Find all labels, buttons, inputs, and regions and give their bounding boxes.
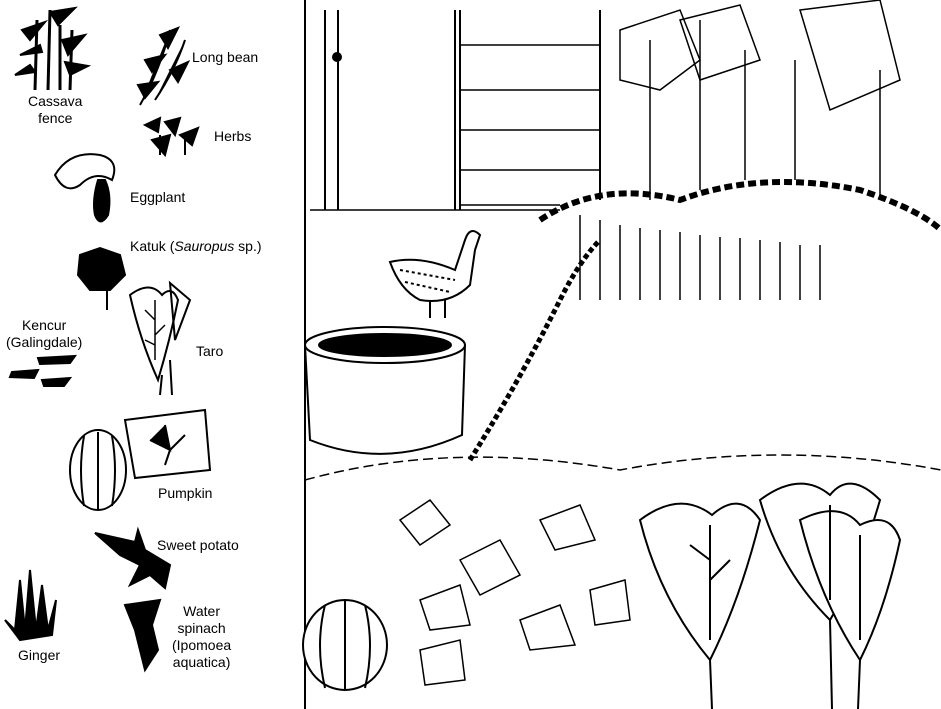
herbs-icon	[142, 116, 200, 158]
label-cassava-fence: Cassava fence	[28, 93, 82, 127]
ground-cover-leaves	[304, 454, 941, 686]
label-kencur: Kencur (Galingdale)	[6, 317, 82, 351]
garden-scene	[302, 0, 941, 709]
fence-and-crops	[467, 0, 941, 462]
label-part: sp.)	[234, 238, 262, 254]
label-sweet-potato: Sweet potato	[157, 537, 239, 553]
label-line: aquatica)	[172, 654, 231, 670]
label-pumpkin: Pumpkin	[158, 485, 213, 501]
label-ginger: Ginger	[18, 647, 61, 663]
kencur-icon	[8, 354, 78, 387]
door-handle-icon	[332, 52, 342, 62]
label-part-italic: Sauropus	[174, 238, 235, 254]
scene-pumpkin	[302, 599, 388, 691]
label-long-bean: Long bean	[192, 49, 259, 65]
label-part: Katuk (	[130, 238, 175, 254]
label-line: Kencur	[21, 317, 67, 333]
label-line: (Galingdale)	[6, 334, 83, 350]
eggplant-icon	[53, 153, 116, 223]
katuk-icon	[76, 246, 127, 310]
label-taro: Taro	[196, 343, 224, 359]
taro-icon	[128, 280, 192, 396]
label-line: (Ipomoea	[172, 637, 232, 653]
cassava-icon	[14, 6, 92, 91]
label-water-spinach: Water spinach (Ipomoea aquatica)	[172, 603, 231, 671]
label-line: Water	[183, 603, 220, 619]
long-bean-icon	[136, 26, 191, 106]
sweet-potato-icon	[94, 526, 172, 590]
ginger-icon	[4, 569, 57, 642]
water-spinach-icon	[123, 598, 162, 673]
label-herbs: Herbs	[214, 128, 252, 144]
label-line: Cassava	[28, 93, 83, 109]
label-eggplant: Eggplant	[130, 189, 186, 205]
well	[304, 326, 466, 455]
label-line: spinach	[177, 620, 226, 636]
label-katuk: Katuk (Sauropus sp.)	[130, 238, 262, 255]
label-line: fence	[38, 110, 73, 126]
pumpkin-icon	[69, 408, 212, 511]
chicken-icon	[388, 230, 482, 318]
house-wall	[310, 10, 601, 211]
scene-taro	[638, 482, 902, 709]
